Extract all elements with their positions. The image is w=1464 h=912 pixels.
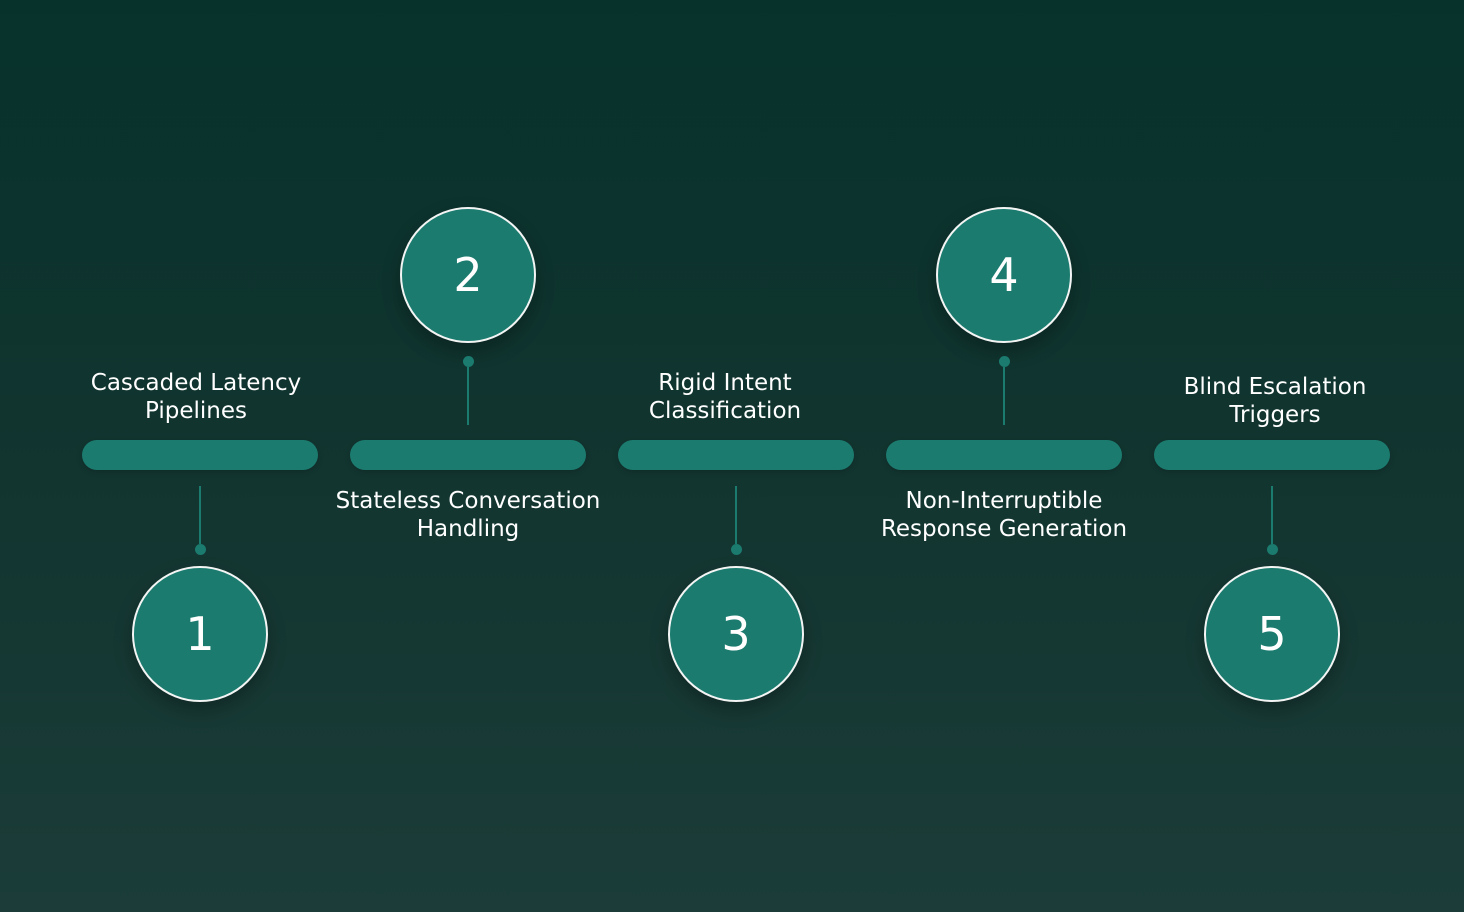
- step-3-number: 3: [721, 607, 751, 661]
- step-4-bar: [886, 440, 1122, 470]
- step-2-title-line-1: Stateless Conversation: [335, 488, 601, 514]
- step-3-title-line-1: Rigid Intent: [658, 370, 792, 396]
- step-2-number-circle: 2: [400, 207, 536, 343]
- step-3-label: Rigid Intent Classification: [590, 369, 860, 425]
- step-5-title-line-1: Blind Escalation: [1183, 374, 1367, 400]
- step-3-connector: [735, 486, 737, 544]
- step-4-number: 4: [989, 248, 1019, 302]
- step-4-connector: [1003, 367, 1005, 425]
- step-4-label: Non-Interruptible Response Generation: [869, 487, 1139, 543]
- step-1-title-line-1: Cascaded Latency: [90, 370, 302, 396]
- step-1-connector: [199, 486, 201, 544]
- step-4-title-line-1: Non-Interruptible: [905, 488, 1103, 514]
- step-4-connector-dot: [999, 356, 1010, 367]
- step-5-title-line-2: Triggers: [1229, 402, 1321, 428]
- step-3-title-line-2: Classification: [648, 398, 802, 424]
- step-4-number-circle: 4: [936, 207, 1072, 343]
- step-2-number: 2: [453, 248, 483, 302]
- step-2-bar: [350, 440, 586, 470]
- step-3-connector-dot: [731, 544, 742, 555]
- step-4-title-line-2: Response Generation: [880, 516, 1128, 542]
- step-5-number-circle: 5: [1204, 566, 1340, 702]
- step-3-number-circle: 3: [668, 566, 804, 702]
- step-2-connector-dot: [463, 356, 474, 367]
- step-1-label: Cascaded Latency Pipelines: [61, 369, 331, 425]
- step-5-connector-dot: [1267, 544, 1278, 555]
- step-5-bar: [1154, 440, 1390, 470]
- step-1-number: 1: [185, 607, 215, 661]
- step-2-label: Stateless Conversation Handling: [333, 487, 603, 543]
- step-1-bar: [82, 440, 318, 470]
- step-1-number-circle: 1: [132, 566, 268, 702]
- step-1-connector-dot: [195, 544, 206, 555]
- step-1-title-line-2: Pipelines: [145, 398, 247, 424]
- step-3-bar: [618, 440, 854, 470]
- step-2-connector: [467, 367, 469, 425]
- step-5-connector: [1271, 486, 1273, 544]
- step-5-number: 5: [1257, 607, 1287, 661]
- step-5-label: Blind Escalation Triggers: [1140, 373, 1410, 429]
- step-2-title-line-2: Handling: [416, 516, 520, 542]
